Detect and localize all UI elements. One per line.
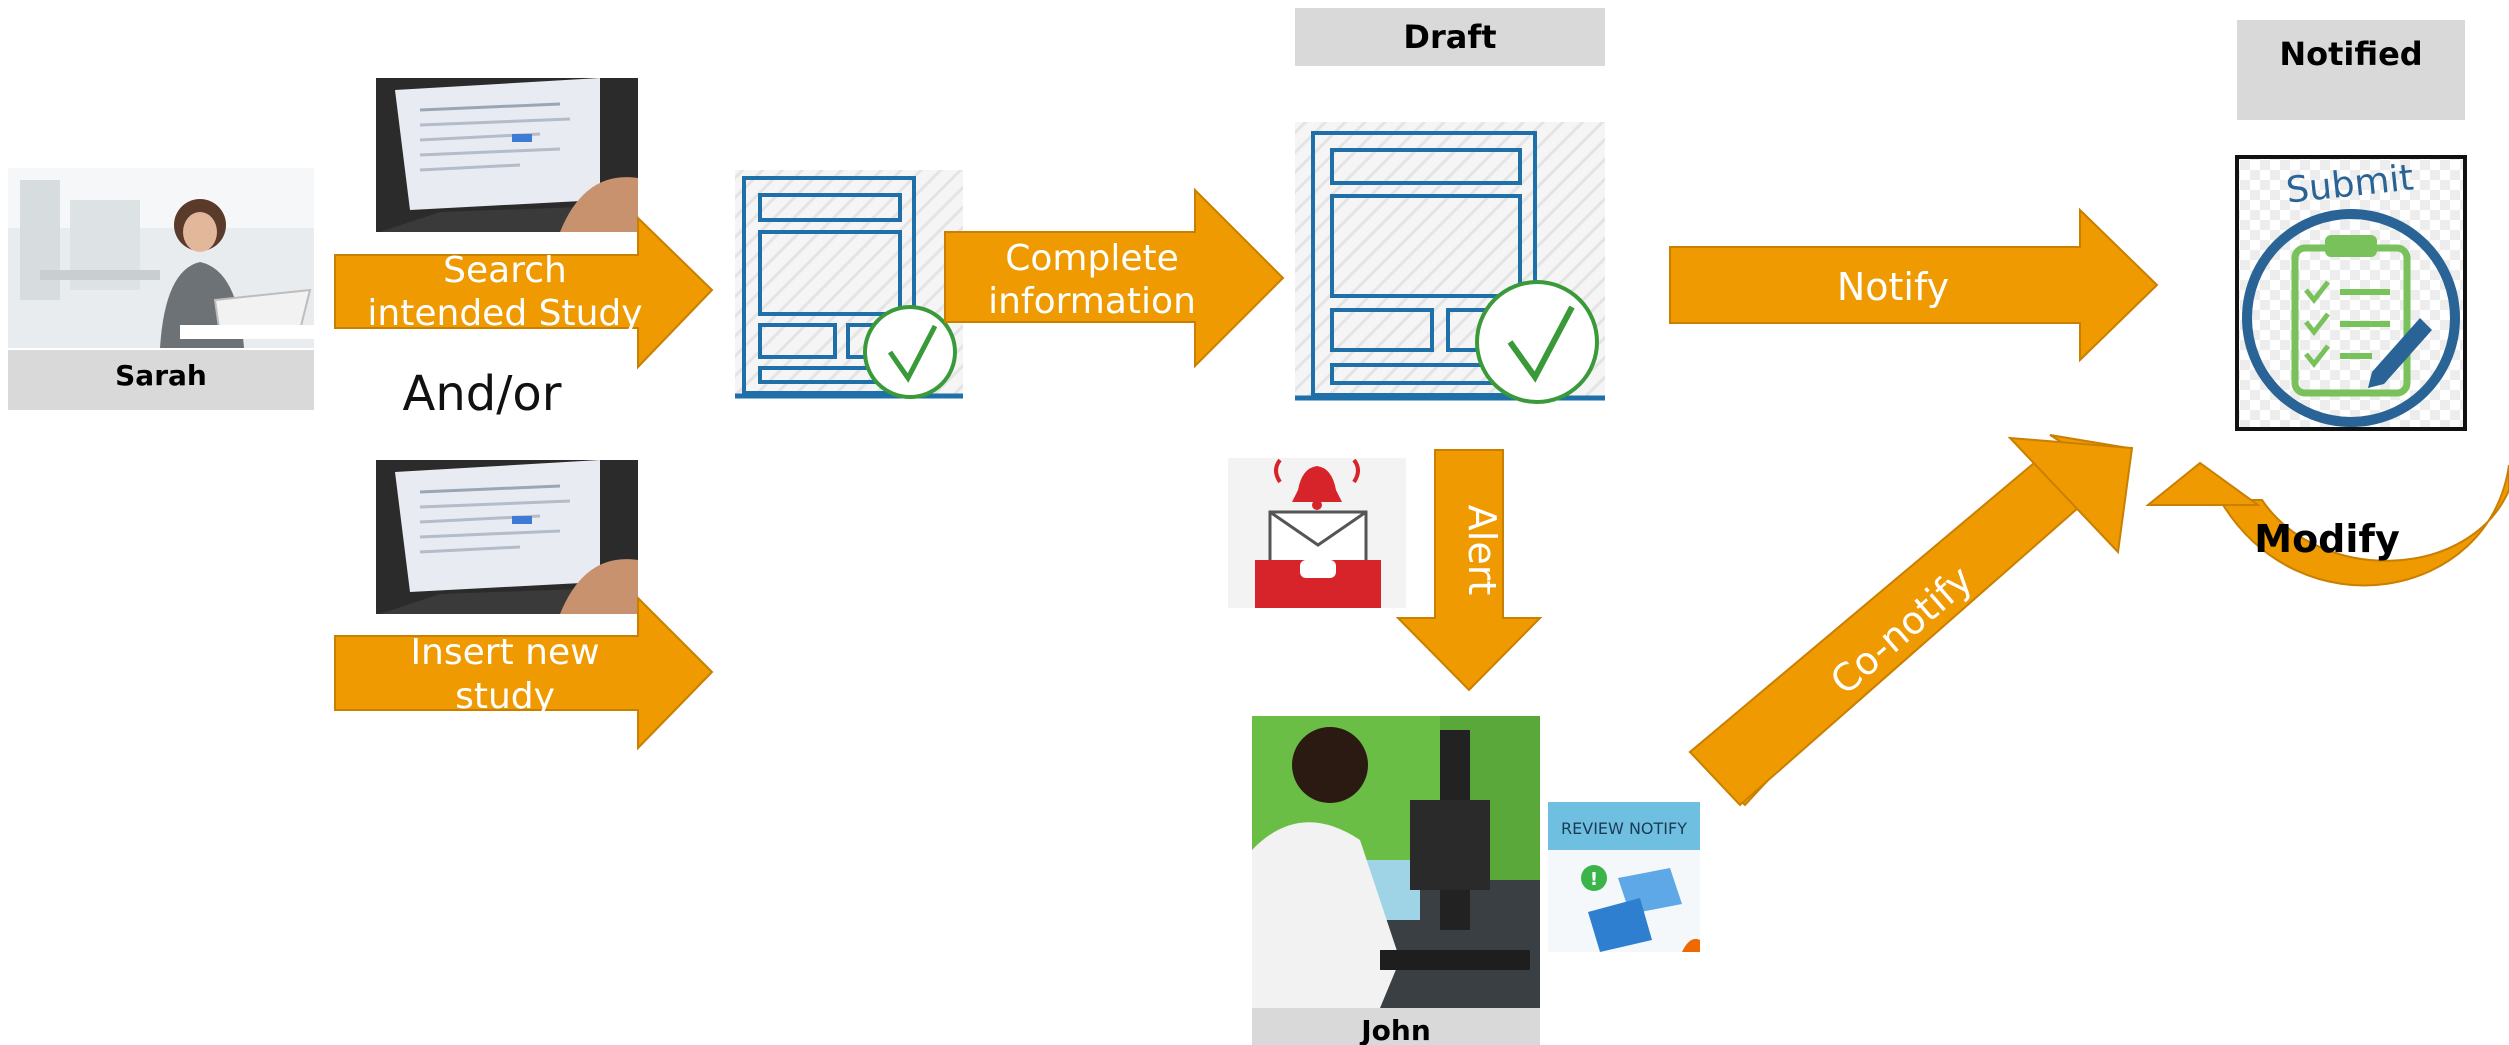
form-check-icon-small	[735, 170, 963, 399]
search-label-line2: intended Study	[367, 293, 642, 334]
co-notify-arrow: Co-notify	[1688, 434, 2134, 807]
submit-clipboard-icon: Submit	[2235, 155, 2467, 431]
john-name: John	[1359, 1014, 1431, 1045]
complete-information-arrow: Complete information	[944, 187, 1285, 369]
draft-label: Draft	[1403, 18, 1496, 56]
alert-mail-icon	[1228, 458, 1406, 608]
alert-label: Alert	[1460, 505, 1504, 595]
laptop-photo-insert	[376, 460, 638, 614]
notified-state-label: Notified	[2237, 20, 2465, 120]
review-alert-icon: !	[1590, 869, 1598, 890]
modify-loop-arrow: Modify	[2145, 461, 2509, 587]
and-or-label: And/or	[403, 366, 562, 422]
complete-label-line1: Complete	[1005, 238, 1179, 279]
draft-form-icon	[1295, 122, 1605, 404]
insert-study-arrow: Insert new study	[334, 595, 714, 751]
review-notify-label: REVIEW NOTIFY	[1561, 819, 1687, 838]
sarah-name: Sarah	[115, 359, 207, 392]
draft-state-label: Draft	[1295, 8, 1605, 66]
modify-label: Modify	[2254, 517, 2400, 561]
sarah-photo	[8, 168, 314, 348]
john-label: John	[1252, 1008, 1540, 1045]
search-label-line1: Search	[443, 250, 567, 291]
complete-label-line2: information	[988, 281, 1196, 322]
alert-arrow: Alert	[1395, 449, 1543, 692]
insert-label-line1: Insert new	[410, 632, 599, 673]
john-photo	[1252, 716, 1540, 1008]
notified-label: Notified	[2279, 35, 2422, 73]
notify-arrow: Notify	[1669, 207, 2159, 363]
search-study-arrow: Search intended Study	[334, 215, 714, 370]
sarah-label: Sarah	[8, 350, 314, 410]
notify-label: Notify	[1837, 265, 1949, 309]
laptop-photo-search	[376, 78, 638, 232]
insert-label-line2: study	[455, 676, 555, 717]
review-notify-badge: REVIEW NOTIFY !	[1548, 802, 1700, 952]
